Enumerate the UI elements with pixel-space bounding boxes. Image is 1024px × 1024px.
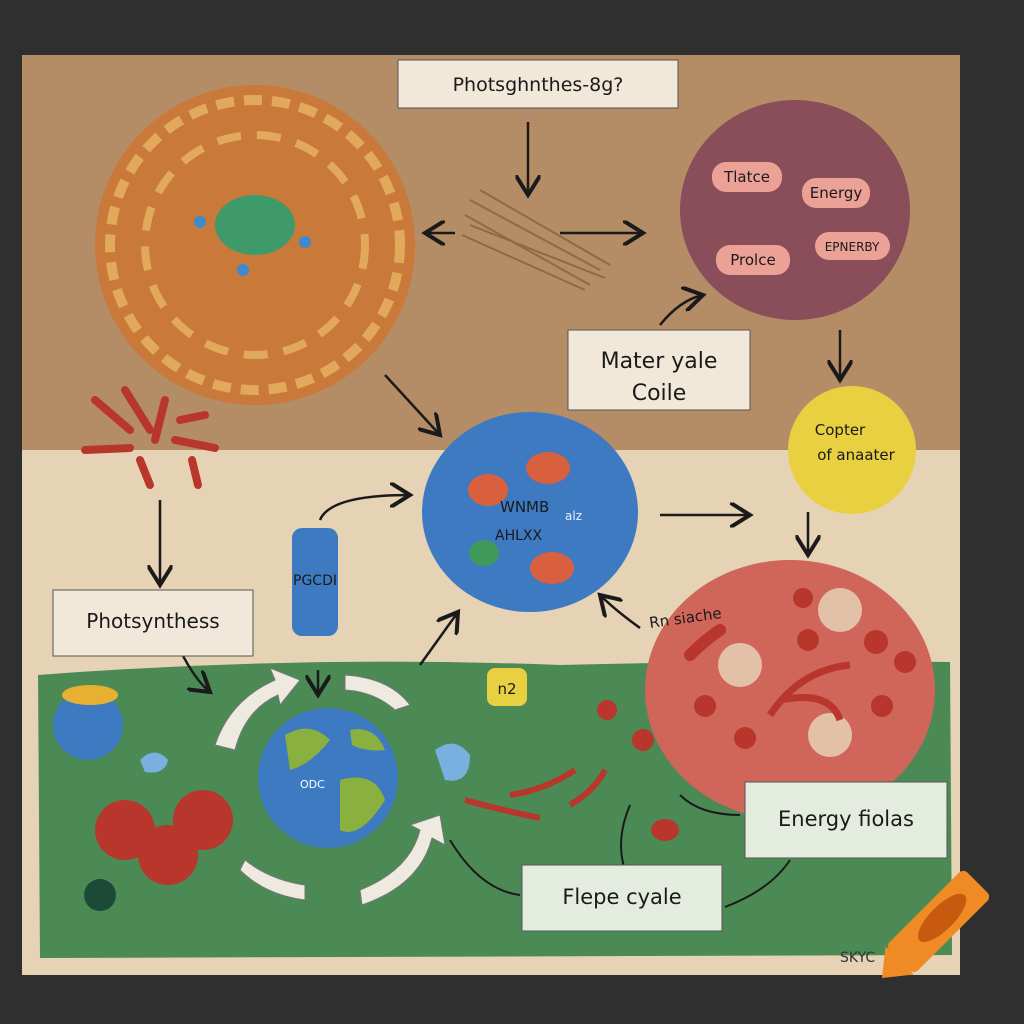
watermark: SKYC: [840, 950, 875, 966]
tube-label: PGCDI: [293, 573, 337, 589]
red-cell: Rn siache: [645, 560, 935, 820]
yellow-block: [487, 668, 527, 706]
blue-label-1: WNMB: [500, 498, 549, 516]
energy-label: Energy fiolas: [778, 807, 914, 831]
red-pieces: [464, 700, 679, 841]
mater-label-1: Mater yale: [601, 349, 718, 374]
cycle-label: Flepe cyale: [562, 885, 681, 909]
red-rods: [81, 386, 219, 489]
purple-label-2: Energy: [810, 184, 863, 202]
yellow-label-1: Copter: [815, 421, 866, 439]
purple-label-3: EPNERBY: [825, 240, 880, 254]
orange-cell: [95, 85, 415, 405]
purple-label-1: Tlatce: [723, 168, 770, 186]
blue-pot: [53, 690, 123, 760]
blue-label-2: AHLXX: [495, 528, 542, 544]
photosynthesis-label: Photsynthess: [86, 609, 219, 633]
blue-cell: WNMB alz AHLXX: [422, 412, 638, 612]
sticks: [461, 189, 611, 291]
yellow-label-2: of anaater: [817, 446, 895, 464]
yellow-block-label: n2: [497, 680, 516, 698]
globe: ODC: [258, 708, 398, 848]
purple-label-4: Prolce: [730, 251, 775, 269]
cycle-arrows: [214, 667, 446, 906]
blue-tube: [292, 528, 338, 636]
arrows: [160, 122, 840, 695]
yellow-cell: [788, 386, 916, 514]
crayon-logo: [881, 870, 990, 979]
blue-label-sub: alz: [565, 509, 582, 523]
mater-label-2: Coile: [632, 381, 687, 406]
globe-label: ODC: [300, 778, 325, 791]
purple-cell: Tlatce Energy EPNERBY Prolce: [680, 100, 910, 320]
top-title-label: Photsghnthes-8g?: [453, 74, 624, 96]
